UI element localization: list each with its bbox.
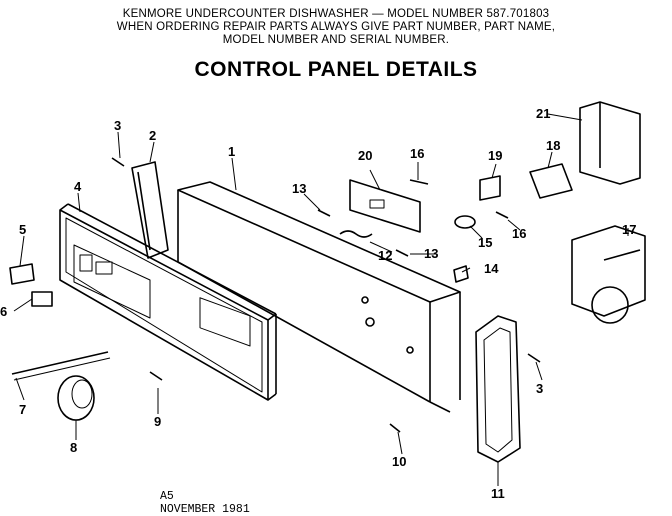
callout-9: 9 xyxy=(154,414,161,429)
console-panel-part xyxy=(177,181,461,413)
callout-18: 18 xyxy=(546,138,560,153)
screw-icon xyxy=(317,209,331,217)
callout-12: 12 xyxy=(378,248,392,263)
timer-part xyxy=(571,225,646,324)
callout-3-top: 3 xyxy=(114,118,121,133)
callout-16-right: 16 xyxy=(512,226,526,241)
header-line-3: MODEL NUMBER AND SERIAL NUMBER. xyxy=(222,34,450,46)
switch-part xyxy=(529,163,573,199)
knob-8-part xyxy=(57,375,95,421)
grille-part xyxy=(475,315,521,463)
screw-icon xyxy=(149,371,163,381)
header-line-2: WHEN ORDERING REPAIR PARTS ALWAYS GIVE P… xyxy=(116,21,556,33)
block-6-part xyxy=(31,291,53,307)
timer-cover-part xyxy=(579,101,641,185)
callout-13-left: 13 xyxy=(292,181,306,196)
callout-10: 10 xyxy=(392,454,406,469)
side-bracket-part xyxy=(131,161,169,259)
screw-icon xyxy=(389,423,401,433)
callout-11: 11 xyxy=(491,486,505,501)
callout-13-right: 13 xyxy=(424,246,438,261)
spring-12-part xyxy=(339,230,373,238)
clip-15-part xyxy=(454,215,476,229)
callout-4: 4 xyxy=(74,179,82,194)
callout-3-right: 3 xyxy=(536,381,543,396)
rod-7-part xyxy=(11,351,111,381)
switch-5-part xyxy=(9,263,35,285)
callout-6: 6 xyxy=(0,304,7,319)
callout-1: 1 xyxy=(228,144,235,159)
callout-5: 5 xyxy=(19,222,26,237)
front-panel-part xyxy=(59,203,277,401)
screw-icon xyxy=(395,249,409,257)
header-line-1: KENMORE UNDERCOUNTER DISHWASHER — MODEL … xyxy=(122,8,550,20)
callout-8: 8 xyxy=(70,440,77,455)
callout-19: 19 xyxy=(488,148,502,163)
callout-20: 20 xyxy=(358,148,372,163)
callout-7: 7 xyxy=(19,402,26,417)
footer-code: A5 xyxy=(160,490,174,503)
callout-21: 21 xyxy=(536,106,550,121)
callout-17: 17 xyxy=(622,222,636,237)
leader-lines xyxy=(13,113,629,486)
diagram-title: CONTROL PANEL DETAILS xyxy=(194,58,478,81)
callout-labels: 1 2 3 3 4 5 6 7 8 9 10 11 12 13 13 13 14… xyxy=(0,106,636,501)
screw-icon xyxy=(495,211,509,219)
callout-2: 2 xyxy=(149,128,156,143)
screw-icon xyxy=(111,157,125,167)
callout-15: 15 xyxy=(478,235,492,250)
screw-icon xyxy=(409,179,429,185)
switch-plate-part xyxy=(349,179,421,233)
screw-icon xyxy=(527,353,541,363)
callout-14: 14 xyxy=(484,261,499,276)
callout-16-top: 16 xyxy=(410,146,424,161)
footer-date: NOVEMBER 1981 xyxy=(160,503,250,516)
small-bracket-part xyxy=(479,175,501,201)
clip-14-part xyxy=(453,265,469,283)
